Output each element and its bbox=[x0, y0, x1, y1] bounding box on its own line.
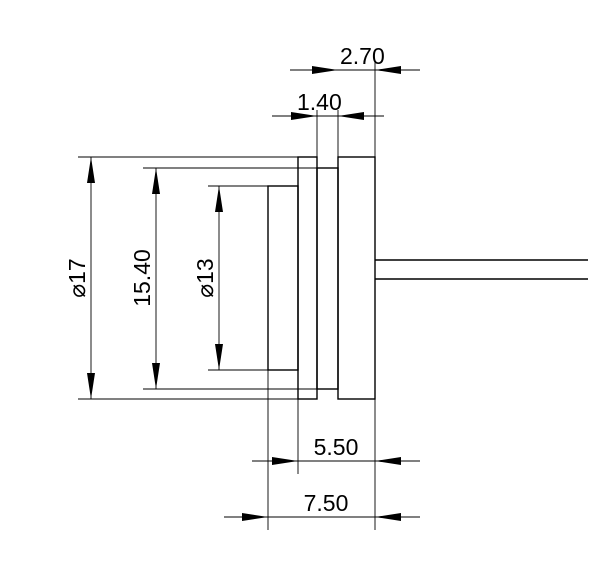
label-bottom-short: 5.50 bbox=[314, 434, 359, 460]
groove-section bbox=[316, 167, 339, 390]
outer-plate bbox=[297, 156, 318, 400]
label-top-width: 2.70 bbox=[340, 43, 385, 69]
label-top-gap: 1.40 bbox=[297, 89, 342, 115]
diameter-symbol-outer: ⌀ bbox=[64, 284, 90, 298]
left-flange bbox=[267, 185, 299, 371]
extension-lines bbox=[78, 62, 376, 530]
part-outline bbox=[267, 156, 588, 400]
label-bottom-long: 7.50 bbox=[304, 490, 349, 516]
dimension-labels: 2.70 1.40 ⌀17 15.40 ⌀13 5.50 7.50 bbox=[64, 43, 385, 516]
diameter-symbol-inner: ⌀ bbox=[192, 284, 218, 298]
label-height-mid: 15.40 bbox=[129, 249, 155, 307]
label-diameter-outer: ⌀17 bbox=[64, 258, 90, 297]
label-diameter-inner: ⌀13 bbox=[192, 258, 218, 297]
main-body bbox=[337, 156, 376, 400]
dimension-lines bbox=[87, 66, 420, 521]
